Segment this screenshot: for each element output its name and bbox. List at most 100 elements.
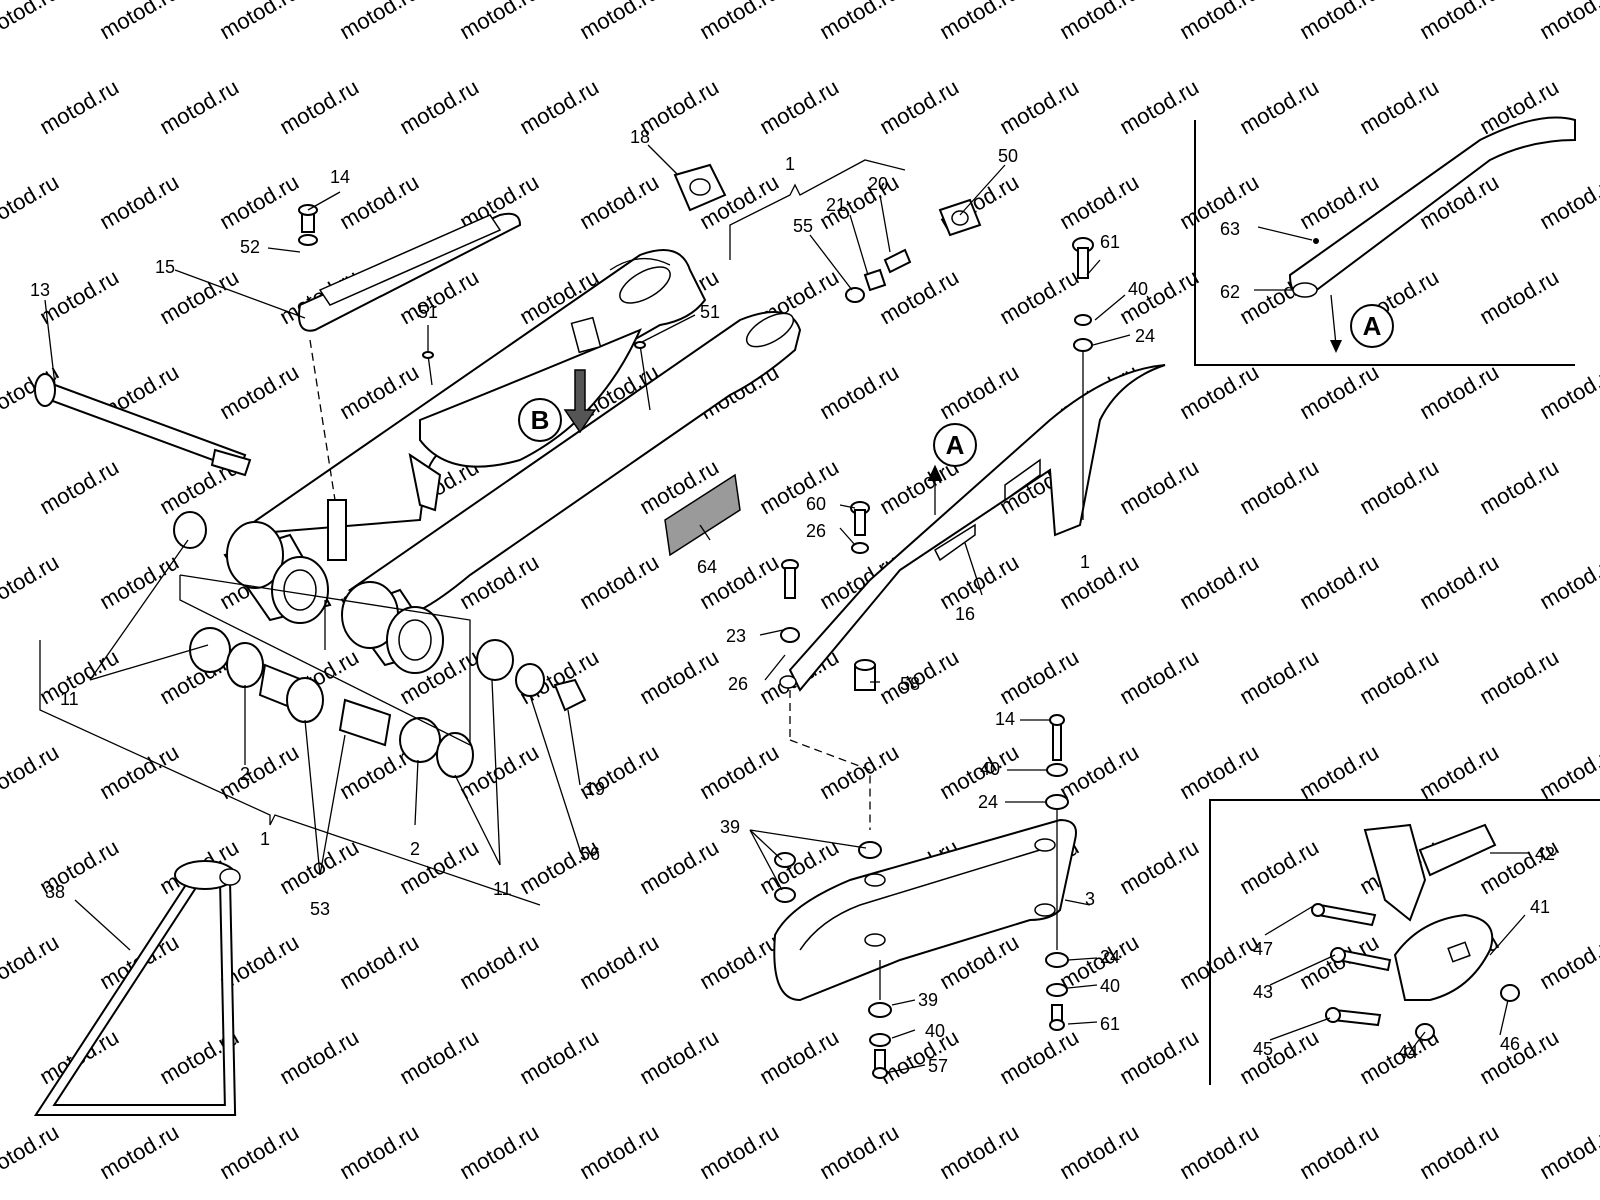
callout-3: 3: [1085, 889, 1095, 909]
watermark-text: motod.ru: [875, 1024, 963, 1089]
callout-21: 21: [826, 195, 846, 215]
callout-24-lower: 24: [1100, 947, 1120, 967]
watermark-text: motod.ru: [1235, 834, 1323, 899]
callout-63: 63: [1220, 219, 1240, 239]
callout-40-lower: 40: [925, 1021, 945, 1041]
callout-44: 44: [1398, 1042, 1418, 1062]
callout-64: 64: [697, 557, 717, 577]
callout-labels: 13 14 52 15 51 51 18 1 20 21 55 50 61 40…: [30, 127, 1555, 1076]
callout-group-1-guard: 1: [1080, 552, 1090, 572]
watermark-text: motod.ru: [1295, 739, 1383, 804]
watermark-text: motod.ru: [515, 1024, 603, 1089]
callout-57: 57: [928, 1056, 948, 1076]
watermark-text: motod.ru: [1175, 929, 1263, 994]
watermark-text: motod.ru: [1415, 739, 1503, 804]
watermark-text: motod.ru: [1595, 1024, 1600, 1089]
callout-14-top: 14: [330, 167, 350, 187]
watermark-text: motod.ru: [1535, 549, 1600, 614]
watermark-text: motod.ru: [335, 929, 423, 994]
adjuster-hardware: [845, 248, 912, 303]
callout-40-top: 40: [1128, 279, 1148, 299]
watermark-text: motod.ru: [1535, 169, 1600, 234]
callout-55: 55: [793, 216, 813, 236]
watermark-text: motod.ru: [395, 1024, 483, 1089]
chain-guard-16: [779, 364, 1166, 692]
bolt-51-right: [634, 341, 651, 411]
bolt-51-left: [422, 351, 434, 386]
callout-56: 56: [580, 844, 600, 864]
watermark-text: motod.ru: [155, 74, 243, 139]
watermark-text: motod.ru: [395, 834, 483, 899]
chain-slider-block-18: [673, 163, 727, 212]
watermark-text: motod.ru: [1535, 359, 1600, 424]
watermark-text: motod.ru: [1295, 359, 1383, 424]
watermark-text: motod.ru: [1175, 0, 1263, 44]
watermark-text: motod.ru: [815, 359, 903, 424]
callout-26-lower: 26: [728, 674, 748, 694]
callout-42: 42: [1535, 844, 1555, 864]
callout-61-top: 61: [1100, 232, 1120, 252]
callout-26-upper: 26: [806, 521, 826, 541]
callout-2-right: 2: [410, 839, 420, 859]
watermark-text: motod.ru: [695, 1119, 783, 1184]
callout-43: 43: [1253, 982, 1273, 1002]
watermark-text: motod.ru: [1115, 454, 1203, 519]
callout-40-lower-right: 40: [1100, 976, 1120, 996]
callout-50: 50: [998, 146, 1018, 166]
callout-19: 19: [585, 779, 605, 799]
watermark-text: motod.ru: [935, 1119, 1023, 1184]
watermark-text: motod.ru: [995, 1024, 1083, 1089]
callout-2-left: 2: [240, 764, 250, 784]
watermark-text: motod.ru: [1595, 264, 1600, 329]
watermark-text: motod.ru: [1055, 549, 1143, 614]
bolt-14-top: [298, 204, 318, 246]
callout-38: 38: [45, 882, 65, 902]
watermark-text: motod.ru: [1535, 929, 1600, 994]
callout-62: 62: [1220, 282, 1240, 302]
watermark-text: motod.ru: [0, 1119, 63, 1184]
watermark-text: motod.ru: [335, 0, 423, 44]
chainslider-hardware: [774, 714, 1069, 1079]
watermark-text: motod.ru: [1595, 834, 1600, 899]
watermark-text: motod.ru: [95, 169, 183, 234]
swingarm-body: [223, 249, 802, 674]
watermark-text: motod.ru: [215, 169, 303, 234]
watermark-text: motod.ru: [635, 644, 723, 709]
watermark-text: motod.ru: [1355, 644, 1443, 709]
chain-slider-3: [773, 818, 1077, 1002]
bearing-stack: [173, 511, 587, 778]
watermark-text: motod.ru: [1175, 739, 1263, 804]
watermark-text: motod.ru: [695, 929, 783, 994]
decal-64: [664, 473, 741, 557]
watermark-text: motod.ru: [395, 74, 483, 139]
watermark-text: motod.ru: [635, 834, 723, 899]
watermark-text: motod.ru: [755, 1024, 843, 1089]
watermark-text: motod.ru: [1595, 74, 1600, 139]
watermark-text: motod.ru: [455, 0, 543, 44]
watermark-text: motod.ru: [875, 264, 963, 329]
watermark-text: motod.ru: [1235, 644, 1323, 709]
watermark-text: motod.ru: [95, 549, 183, 614]
watermark-text: motod.ru: [575, 929, 663, 994]
watermark-text: motod.ru: [1295, 1119, 1383, 1184]
callout-40-mid: 40: [980, 759, 1000, 779]
detail-chain-guide-frame: [1209, 799, 1600, 1085]
watermark-text: motod.ru: [215, 359, 303, 424]
watermark-text: motod.ru: [0, 929, 63, 994]
watermark-text: motod.ru: [575, 549, 663, 614]
callout-11-right: 11: [493, 879, 512, 899]
watermark-text: motod.ru: [215, 0, 303, 44]
watermark-text: motod.ru: [1475, 644, 1563, 709]
watermark-text: motod.ru: [35, 644, 123, 709]
watermark-text: motod.ru: [575, 1119, 663, 1184]
watermark-text: motod.ru: [35, 454, 123, 519]
watermark-text: motod.ru: [755, 74, 843, 139]
watermark-text: motod.ru: [1535, 739, 1600, 804]
watermark-text: motod.ru: [1595, 454, 1600, 519]
callout-11-left: 11: [60, 689, 79, 709]
watermark-text: motod.ru: [0, 0, 63, 44]
watermark-text: motod.ru: [95, 1119, 183, 1184]
watermark-text: motod.ru: [995, 74, 1083, 139]
watermark-text: motod.ru: [95, 0, 183, 44]
